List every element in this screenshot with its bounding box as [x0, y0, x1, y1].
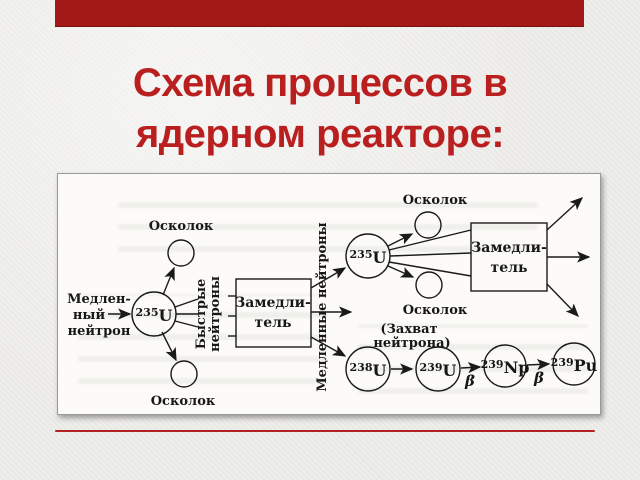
fragment-label-top-left: Осколок	[149, 219, 214, 234]
svg-text:Замедли-: Замедли-	[235, 295, 311, 311]
fragment-circle-top-left	[167, 239, 195, 267]
beta-symbol-2: β	[533, 369, 544, 387]
pu239-label: 239Pu	[551, 356, 598, 375]
breeding-chain-group: (Захват нейтрона) 238U 239U β 239Np β 23…	[345, 322, 598, 392]
moderator-rect-first	[235, 278, 312, 348]
reactor-process-diagram: Медлен- ный нейтрон Осколок 235U Осколок	[67, 193, 598, 409]
slide-title-line1: Схема процессов в	[132, 61, 508, 105]
slide-title-line2: ядерном реакторе:	[135, 112, 505, 156]
fast-neutron-line	[388, 229, 472, 251]
slow-neutron-label: Медлен- ный нейтрон	[67, 292, 132, 339]
fragment-label-mid-right: Осколок	[403, 303, 468, 318]
u239-nucleus	[415, 346, 461, 392]
np239-nucleus	[483, 344, 527, 388]
fragment-arrow	[387, 233, 414, 247]
pu239-nucleus	[552, 342, 596, 386]
fragment-circle-top-right	[414, 211, 442, 239]
slow-neutron-out-arrow	[310, 267, 347, 289]
u238-nucleus	[345, 346, 391, 392]
svg-text:ный: ный	[73, 308, 106, 323]
moderator-rect-second	[470, 222, 548, 292]
beta-decay-arrow	[460, 362, 482, 374]
svg-text:нейтроны: нейтроны	[208, 276, 223, 352]
u235-label-first: 235U	[136, 306, 173, 325]
fragment-label-top-right: Осколок	[403, 193, 468, 208]
fragment-circle-mid-right	[415, 271, 443, 299]
fast-neutrons-label: Быстрые нейтроны	[194, 276, 223, 352]
fragment-arrow	[161, 331, 177, 362]
svg-text:Быстрые: Быстрые	[194, 279, 209, 350]
first-fission-group: Осколок 235U Осколок	[131, 219, 216, 409]
slide-divider-line	[55, 430, 595, 432]
svg-text:Медлен-: Медлен-	[67, 292, 131, 307]
u239-label: 239U	[420, 361, 457, 380]
slow-neutron-out-arrow	[546, 283, 579, 318]
fragment-circle-bottom-left	[170, 360, 198, 388]
beta-decay-arrow	[526, 358, 551, 371]
second-fission-group: Осколок 235U Осколок	[345, 193, 472, 318]
u238-label: 238U	[350, 361, 387, 380]
slow-neutron-out-arrow	[310, 336, 347, 357]
slow-neutrons-label: Медленные нейтроны	[315, 222, 330, 391]
fragment-arrow	[162, 266, 175, 296]
fragment-label-bottom-left: Осколок	[151, 394, 216, 409]
np239-label: 239Np	[481, 358, 530, 377]
u235-label-second: 235U	[350, 248, 387, 267]
fast-neutron-line	[174, 298, 199, 308]
slow-neutron-out-arrow	[546, 197, 584, 231]
moderator-box-second: Замедли- тель	[470, 197, 591, 318]
diagram-panel: Медлен- ный нейтрон Осколок 235U Осколок	[57, 173, 601, 415]
slide-title: Схема процессов в ядерном реакторе:	[0, 58, 640, 160]
fast-neutron-line	[174, 320, 199, 328]
svg-text:нейтрон: нейтрон	[68, 324, 131, 339]
beta-symbol-1: β	[464, 372, 475, 390]
moderator-box-first: Замедли- тель	[228, 267, 353, 357]
fast-neutron-line	[388, 261, 472, 277]
capture-label-line2: нейтрона)	[373, 336, 450, 351]
capture-label-line1: (Захват	[380, 322, 437, 337]
fragment-arrow	[387, 265, 415, 278]
fast-neutron-line	[389, 252, 472, 257]
svg-text:Замедли-: Замедли-	[471, 240, 547, 256]
svg-text:тель: тель	[255, 315, 292, 331]
svg-text:тель: тель	[491, 260, 528, 276]
slide-accent-bar	[55, 0, 584, 27]
